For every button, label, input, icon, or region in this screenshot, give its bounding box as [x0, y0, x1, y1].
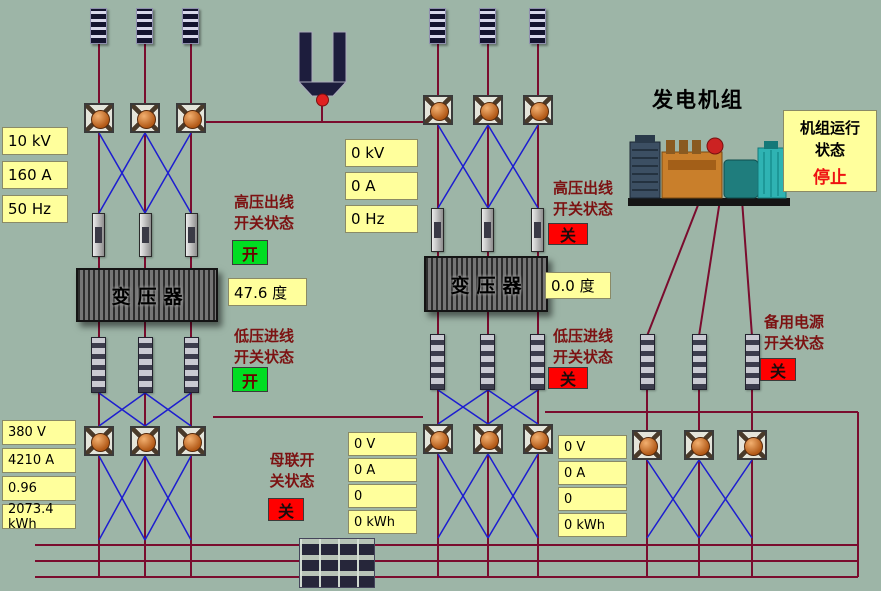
lv-disconnect-switch-icon[interactable] [523, 424, 553, 454]
energy-readout-left: 2073.4 kWh [2, 502, 76, 532]
hv-switch-state-left[interactable]: 开 [232, 240, 268, 265]
transformer-temp-left: 47.6 度 [228, 278, 307, 306]
disconnect-switch-icon[interactable] [176, 103, 206, 133]
hv-switch-label-left: 高压出线 开关状态 [233, 193, 294, 232]
bus-tie-state[interactable]: 关 [268, 498, 304, 521]
incoming-breaker-icon[interactable] [429, 8, 446, 44]
transformer-temp-center: 0.0 度 [545, 272, 611, 299]
fuse-icon[interactable] [185, 213, 198, 257]
lv-switch-label-left: 低压进线 开关状态 [233, 327, 294, 366]
hv-voltage-readout-left: 10 kV [2, 127, 68, 155]
incoming-breaker-icon[interactable] [479, 8, 496, 44]
bus-tie-label: 母联开 关状态 [269, 451, 315, 490]
lv-switch-state-center[interactable]: 关 [548, 367, 588, 389]
fuse-icon[interactable] [139, 213, 152, 257]
backup-disconnect-switch-icon[interactable] [737, 430, 767, 460]
backup-power-state[interactable]: 关 [760, 358, 796, 381]
lv-voltage-readout-center-b: 0 V [558, 435, 627, 459]
fuse-icon[interactable] [92, 213, 105, 257]
lv-breaker-icon[interactable] [184, 337, 199, 393]
hv-frequency-readout-center: 0 Hz [345, 205, 418, 233]
lv-switch-state-left[interactable]: 开 [232, 367, 268, 392]
disconnect-switch-icon[interactable] [84, 103, 114, 133]
lv-current-readout-center-a: 0 A [348, 458, 417, 482]
crane-hook-icon [291, 28, 355, 114]
incoming-breaker-icon[interactable] [90, 8, 107, 44]
backup-disconnect-switch-icon[interactable] [632, 430, 662, 460]
generator-run-status-panel: 机组运行 状态 停止 [783, 110, 877, 192]
disconnect-switch-icon[interactable] [473, 95, 503, 125]
transformer-center-label: 变压器 [450, 274, 529, 297]
lv-disconnect-switch-icon[interactable] [473, 424, 503, 454]
run-status-label-line1: 机组运行 [799, 119, 860, 137]
generator-breaker-icon[interactable] [692, 334, 707, 390]
generator-breaker-icon[interactable] [745, 334, 760, 390]
disconnect-switch-icon[interactable] [130, 103, 160, 133]
power-factor-readout-left: 0.96 [2, 476, 76, 501]
fuse-icon[interactable] [531, 208, 544, 252]
lv-breaker-icon[interactable] [530, 334, 545, 390]
hv-voltage-readout-center: 0 kV [345, 139, 418, 167]
backup-disconnect-switch-icon[interactable] [684, 430, 714, 460]
run-status-value: 停止 [813, 168, 847, 188]
transformer-center: 变压器 [424, 256, 548, 312]
lv-disconnect-switch-icon[interactable] [423, 424, 453, 454]
lv-disconnect-switch-icon[interactable] [130, 426, 160, 456]
lv-current-readout-left: 4210 A [2, 448, 76, 473]
lv-switch-label-center: 低压进线 开关状态 [552, 327, 613, 366]
fuse-icon[interactable] [431, 208, 444, 252]
generator-graphic [618, 118, 803, 217]
backup-power-label: 备用电源 开关状态 [763, 313, 824, 352]
power-factor-readout-center-a: 0 [348, 484, 417, 508]
lv-voltage-readout-left: 380 V [2, 420, 76, 445]
incoming-breaker-icon[interactable] [136, 8, 153, 44]
generator-title: 发电机组 [652, 88, 744, 112]
lv-voltage-readout-center-a: 0 V [348, 432, 417, 456]
transformer-left: 变压器 [76, 268, 218, 322]
hv-switch-label-center: 高压出线 开关状态 [552, 179, 613, 218]
energy-readout-center-a: 0 kWh [348, 510, 417, 534]
lv-disconnect-switch-icon[interactable] [84, 426, 114, 456]
energy-readout-center-b: 0 kWh [558, 513, 627, 537]
incoming-breaker-icon[interactable] [529, 8, 546, 44]
transformer-left-label: 变压器 [111, 285, 190, 308]
busbar-stack-icon [299, 538, 375, 588]
lv-breaker-icon[interactable] [138, 337, 153, 393]
fuse-icon[interactable] [481, 208, 494, 252]
hv-current-readout-center: 0 A [345, 172, 418, 200]
lv-breaker-icon[interactable] [480, 334, 495, 390]
lv-breaker-icon[interactable] [91, 337, 106, 393]
disconnect-switch-icon[interactable] [423, 95, 453, 125]
hv-frequency-readout-left: 50 Hz [2, 195, 68, 223]
lv-breaker-icon[interactable] [430, 334, 445, 390]
lv-current-readout-center-b: 0 A [558, 461, 627, 485]
generator-breaker-icon[interactable] [640, 334, 655, 390]
power-factor-readout-center-b: 0 [558, 487, 627, 511]
hv-switch-state-center[interactable]: 关 [548, 223, 588, 245]
hv-current-readout-left: 160 A [2, 161, 68, 189]
lv-disconnect-switch-icon[interactable] [176, 426, 206, 456]
run-status-label-line2: 状态 [814, 141, 845, 159]
incoming-breaker-icon[interactable] [182, 8, 199, 44]
disconnect-switch-icon[interactable] [523, 95, 553, 125]
